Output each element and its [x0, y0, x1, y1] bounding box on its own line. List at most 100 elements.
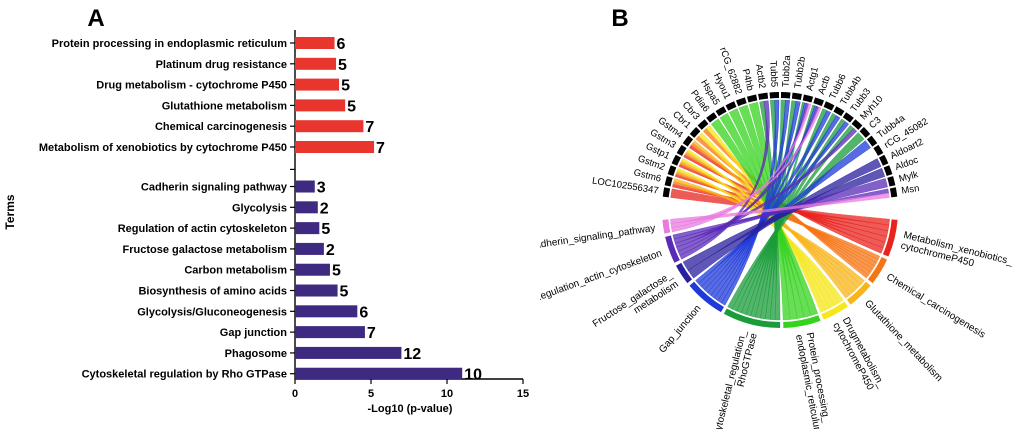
x-tick-label: 5 — [368, 388, 374, 400]
gene-arc — [866, 135, 878, 147]
pathway-arc — [783, 315, 821, 328]
pathway-label: Gap_junction — [657, 303, 703, 355]
gene-arc — [689, 126, 701, 138]
term-label: Chemical carcinogenesis — [155, 121, 287, 133]
gene-label: Actb2 — [753, 63, 767, 89]
gene-arc — [859, 126, 871, 138]
term-label: Biosynthesis of amino acids — [138, 286, 287, 298]
pathway-arc — [723, 308, 781, 328]
bar — [295, 180, 315, 193]
panel-label-a: A — [87, 5, 104, 32]
chord-ribbon — [701, 115, 841, 291]
bar — [295, 367, 463, 380]
chord-ribbon — [674, 127, 858, 248]
term-label: Fructose galactose metabolism — [123, 244, 288, 256]
chord-diagram: BLOC102556347Gstm6Gstm2Gstp1Gstm3Gstm4Cb… — [527, 5, 1015, 434]
chord-ribbon — [671, 103, 812, 233]
pathway-arc — [665, 235, 680, 263]
gene-label: Tubb2a — [781, 54, 794, 87]
gene-arc — [769, 92, 780, 99]
bar — [295, 284, 338, 297]
pathway-label: Metabolism_xenobiotics_cytochromeP450 — [900, 230, 1015, 279]
gene-arc — [682, 135, 694, 147]
gene-arc — [671, 154, 682, 166]
bar — [295, 57, 337, 70]
pathway-label: Cytoskeletal_regulation_RhoGTPase — [712, 329, 760, 429]
gene-arc — [735, 97, 747, 107]
chord-ribbon — [717, 99, 790, 304]
gene-arc — [889, 187, 898, 198]
gene-arc — [791, 92, 802, 100]
term-label: Regulation of actin cytoskeleton — [118, 223, 288, 235]
bar — [295, 305, 358, 318]
chord-ribbon — [681, 158, 840, 306]
term-label: Carbon metabolism — [184, 265, 287, 277]
term-label: Cytoskeletal regulation by Rho GTPase — [82, 369, 287, 381]
gene-arc — [842, 112, 854, 123]
term-label: Glycolysis — [232, 202, 287, 214]
bar — [295, 326, 365, 339]
count-label: 5 — [338, 57, 347, 74]
bar-chart-panel: A Protein processing in endoplasmic retic… — [3, 5, 529, 415]
gene-arc — [780, 92, 791, 99]
pathway-arc — [689, 281, 724, 313]
gene-arc — [676, 144, 687, 156]
count-label: 2 — [320, 200, 329, 217]
count-label: 10 — [464, 367, 482, 384]
count-label: 7 — [376, 140, 385, 157]
bar — [295, 120, 364, 133]
chord-ribbon — [713, 100, 801, 301]
x-tick-label: 10 — [441, 388, 453, 400]
bar — [295, 263, 330, 276]
pathway-arc — [662, 219, 671, 234]
bar — [295, 37, 335, 49]
count-label: 12 — [403, 346, 421, 363]
gene-label: Tubb5 — [767, 60, 779, 87]
term-label: Glutathione metabolism — [162, 100, 288, 112]
count-label: 5 — [347, 98, 356, 115]
pathway-label: Drugmetabolism_cytochromeP450 — [830, 316, 887, 396]
term-label: Platinum drug resistance — [156, 59, 287, 71]
gene-arc — [813, 97, 825, 107]
bar — [295, 201, 318, 214]
term-label: Drug metabolism - cytochrome P450 — [96, 80, 287, 92]
gene-arc — [878, 154, 889, 166]
y-axis-title: Terms — [3, 194, 17, 229]
count-label: 7 — [367, 325, 376, 342]
term-label: Protein processing in endoplasmic reticu… — [52, 38, 288, 50]
term-label: Cadherin signaling pathway — [141, 182, 288, 194]
gene-arc — [715, 106, 727, 117]
bar-chart: A Protein processing in endoplasmic retic… — [3, 5, 529, 415]
chord-ribbon — [721, 99, 780, 306]
gene-arc — [746, 94, 758, 103]
term-label: Gap junction — [220, 327, 288, 339]
count-label: 6 — [359, 304, 368, 321]
term-label: Glycolysis/Gluconeogenesis — [137, 306, 287, 318]
x-tick-label: 0 — [292, 388, 298, 400]
gene-label: Tubb2b — [793, 56, 809, 89]
gene-arc — [667, 165, 677, 176]
pathway-label: Fructose_galactose_metabolism — [591, 270, 681, 340]
gene-arc — [802, 94, 814, 103]
term-label: Phagosome — [225, 348, 287, 360]
bar — [295, 242, 324, 255]
count-label: 3 — [317, 180, 326, 197]
gene-arc — [883, 165, 893, 176]
bar — [295, 346, 402, 359]
gene-arc — [697, 119, 709, 130]
pathway-label: Cadherin_signaling_pathway — [540, 223, 656, 252]
count-label: 7 — [365, 119, 374, 136]
count-label: 5 — [332, 263, 341, 280]
x-tick-label: 15 — [517, 388, 529, 400]
bar — [295, 222, 320, 235]
bar — [295, 78, 340, 91]
pathway-arc — [846, 281, 871, 305]
gene-arc — [851, 119, 863, 130]
gene-label: Mylk — [898, 169, 920, 185]
gene-arc — [725, 101, 737, 111]
pathway-label-line: Cadherin_signaling_pathway — [540, 223, 656, 252]
gene-arc — [823, 101, 835, 111]
count-label: 5 — [341, 78, 350, 95]
pathway-arc — [821, 301, 848, 320]
